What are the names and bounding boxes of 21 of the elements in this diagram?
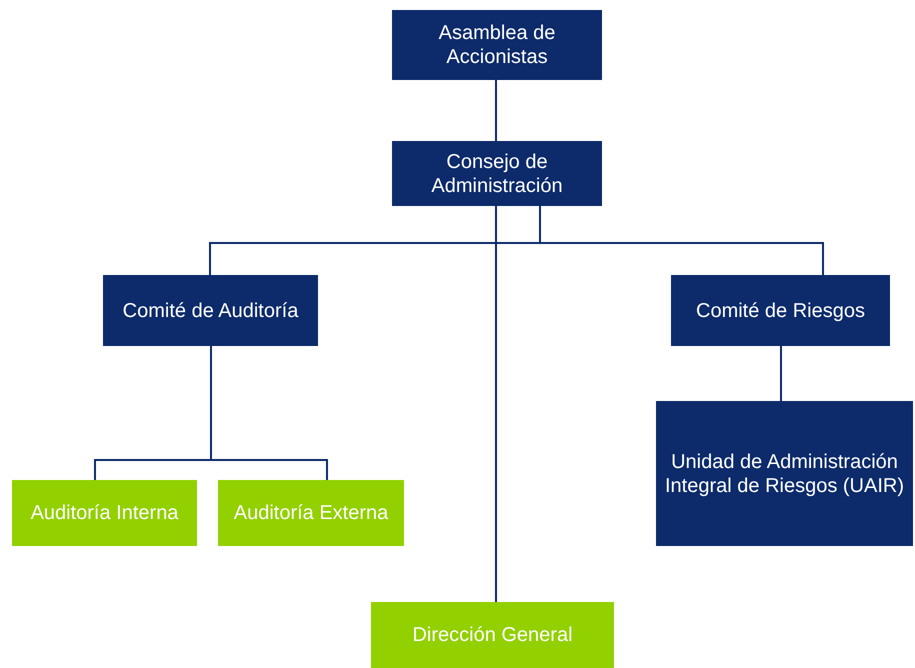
org-box bbox=[671, 275, 890, 346]
box-label: Consejo de Administración bbox=[430, 150, 564, 198]
connector-line bbox=[780, 346, 782, 401]
box-label: Comité de Auditoría bbox=[122, 298, 298, 322]
box-label: Unidad de Administración Integral de Riesgos (UAIR) bbox=[664, 450, 905, 498]
box-label: Auditoría Externa bbox=[234, 501, 388, 525]
org-box bbox=[656, 401, 913, 546]
connector-line bbox=[210, 346, 328, 480]
connector-line bbox=[495, 206, 497, 602]
org-box bbox=[392, 10, 602, 80]
box-label: Comité de Riesgos bbox=[696, 298, 865, 322]
org-box bbox=[103, 275, 318, 346]
org-box bbox=[12, 480, 197, 546]
org-box bbox=[392, 141, 602, 206]
org-box bbox=[371, 602, 614, 668]
box-label: Asamblea de Accionistas bbox=[438, 21, 556, 69]
connector-line bbox=[539, 206, 824, 275]
org-box bbox=[218, 480, 404, 546]
box-label: Dirección General bbox=[412, 623, 573, 647]
connector-line bbox=[495, 80, 497, 141]
box-label: Auditoría Interna bbox=[30, 501, 178, 525]
